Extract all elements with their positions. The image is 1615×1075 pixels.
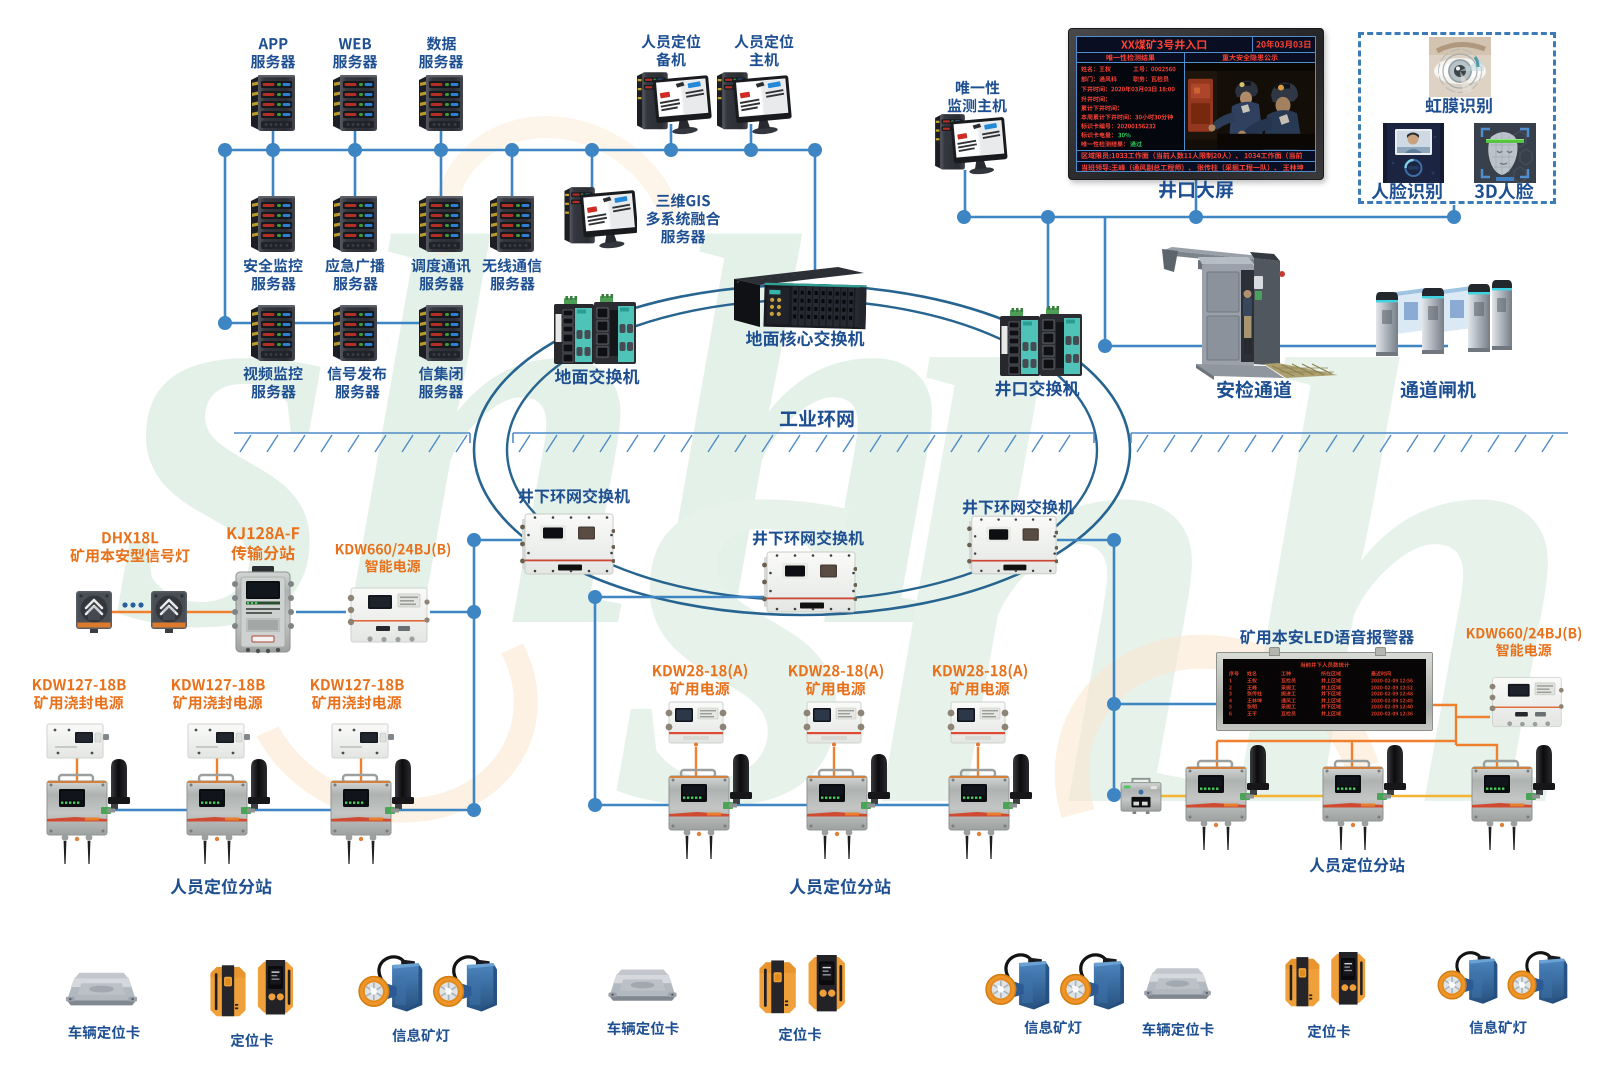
- label-kdw127-2: [171, 677, 266, 710]
- label-server-app: [250, 36, 296, 69]
- label-led-label: [1240, 629, 1415, 645]
- label-uswitch-mid: [752, 530, 864, 546]
- biometric-box: [1358, 32, 1556, 204]
- label-face-label: [1371, 182, 1443, 200]
- label-iris-label: [1425, 97, 1493, 114]
- label-host-unique: [947, 80, 1007, 113]
- label-core-switch: [745, 330, 865, 347]
- label-uswitch-left: [518, 488, 630, 504]
- label-server-wireless: [482, 258, 542, 291]
- screen-miners-photo: [1185, 63, 1315, 150]
- label-vehicle-card-2: [607, 1021, 680, 1036]
- label-wellhead-switch: [995, 380, 1080, 397]
- label-face3d-label: [1474, 182, 1534, 200]
- label-screen-label: [1158, 180, 1234, 199]
- label-host-backup: [641, 34, 701, 67]
- label-pos-card-1: [230, 1033, 274, 1048]
- label-server-xinjibi: [418, 366, 464, 399]
- face-recognition-image: [1383, 123, 1444, 183]
- iris-recognition-image: [1429, 37, 1491, 97]
- label-host-main: [734, 34, 794, 67]
- label-station-group-3: [1309, 857, 1405, 873]
- screen-marquee-leaders: [1077, 161, 1315, 172]
- label-server-data: [418, 36, 464, 69]
- label-station-group-2: [789, 878, 891, 895]
- label-uswitch-right: [962, 499, 1074, 515]
- label-kj128: [226, 525, 300, 561]
- label-server-dispatch: [411, 258, 471, 291]
- label-server-security: [243, 258, 303, 291]
- label-kdw127-1: [32, 677, 127, 710]
- screen-person-info: [1077, 63, 1185, 150]
- label-kdw660-right: [1466, 626, 1583, 657]
- led-voice-alarm-display: [1216, 647, 1433, 731]
- label-server-web: [332, 36, 378, 69]
- label-ring-label: [779, 409, 855, 428]
- label-gate-label: [1216, 380, 1292, 399]
- label-turnstile-label: [1400, 380, 1476, 399]
- label-ground-switch: [554, 368, 640, 385]
- screen-title: [1077, 37, 1253, 52]
- label-station-group-1: [170, 878, 272, 895]
- label-kdw28-1: [652, 663, 749, 696]
- face-3d-image: [1474, 123, 1536, 184]
- label-kdw127-3: [310, 677, 405, 710]
- label-pos-card-2: [778, 1027, 822, 1042]
- label-server-signal: [327, 366, 387, 399]
- label-pos-card-3: [1307, 1024, 1351, 1039]
- wellhead-big-screen: [1068, 28, 1324, 180]
- label-kdw28-2: [788, 663, 885, 696]
- label-server-broadcast: [325, 258, 385, 291]
- screen-marquee-area-limit: [1077, 149, 1315, 161]
- label-miner-lamp-1: [392, 1028, 450, 1043]
- led-screen: [1223, 659, 1426, 724]
- screen-left-header: [1077, 53, 1185, 62]
- label-kdw28-3: [932, 663, 1029, 696]
- label-dhx18l: [70, 530, 190, 563]
- label-miner-lamp-2: [1024, 1020, 1082, 1035]
- label-miner-lamp-3: [1469, 1020, 1527, 1035]
- label-kdw660-left: [335, 542, 452, 573]
- label-vehicle-card-1: [68, 1025, 141, 1040]
- label-vehicle-card-3: [1142, 1022, 1215, 1037]
- label-server-video: [243, 366, 303, 399]
- label-host-gis: [646, 193, 721, 244]
